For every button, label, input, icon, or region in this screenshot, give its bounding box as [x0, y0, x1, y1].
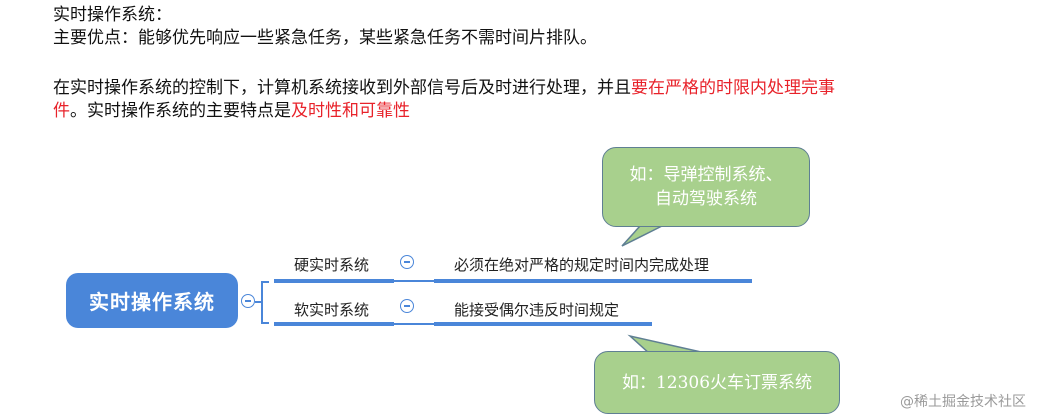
mindmap-root-node[interactable]: 实时操作系统	[66, 273, 238, 328]
paragraph-line-1: 在实时操作系统的控制下，计算机系统接收到外部信号后及时进行处理，并且要在严格的时…	[53, 77, 835, 99]
branch-soft-realtime[interactable]: 软实时系统	[294, 301, 370, 319]
advantage-line: 主要优点：能够优先响应一些紧急任务，某些紧急任务不需时间片排队。	[53, 28, 597, 48]
connector	[394, 280, 434, 282]
paragraph-line-2: 件。实时操作系统的主要特点是及时性和可靠性	[53, 100, 410, 122]
highlight-text: 件	[53, 101, 70, 121]
collapse-icon[interactable]	[241, 294, 255, 308]
paragraph-text: 。实时操作系统的主要特点是	[70, 101, 291, 121]
connector	[261, 281, 263, 323]
soft-realtime-example-bubble: 如：12306火车订票系统	[594, 351, 840, 414]
bubble-text: 如：导弹控制系统、	[629, 165, 783, 185]
branch-underline	[274, 279, 394, 283]
collapse-icon[interactable]	[400, 255, 414, 269]
highlight-text: 要在严格的时限内处理完事	[631, 78, 835, 98]
watermark: @稀土掘金技术社区	[900, 394, 1026, 410]
connector	[255, 301, 262, 303]
paragraph-text: 在实时操作系统的控制下，计算机系统接收到外部信号后及时进行处理，并且	[53, 78, 631, 98]
bubble-text: 自动驾驶系统	[655, 189, 757, 209]
detail-underline	[434, 279, 752, 283]
connector	[394, 323, 434, 325]
heading-line: 实时操作系统：	[53, 5, 172, 25]
connector	[261, 281, 269, 283]
bubble-text: 如：12306火车订票系统	[621, 372, 813, 393]
detail-hard-realtime[interactable]: 必须在绝对严格的规定时间内完成处理	[454, 256, 710, 274]
detail-underline	[434, 322, 652, 326]
branch-underline	[274, 322, 394, 326]
highlight-text: 及时性和可靠性	[291, 101, 410, 121]
collapse-icon[interactable]	[400, 299, 414, 313]
branch-hard-realtime[interactable]: 硬实时系统	[294, 256, 370, 274]
detail-soft-realtime[interactable]: 能接受偶尔违反时间规定	[454, 301, 620, 319]
connector	[261, 322, 269, 324]
hard-realtime-example-bubble: 如：导弹控制系统、 自动驾驶系统	[602, 147, 810, 227]
